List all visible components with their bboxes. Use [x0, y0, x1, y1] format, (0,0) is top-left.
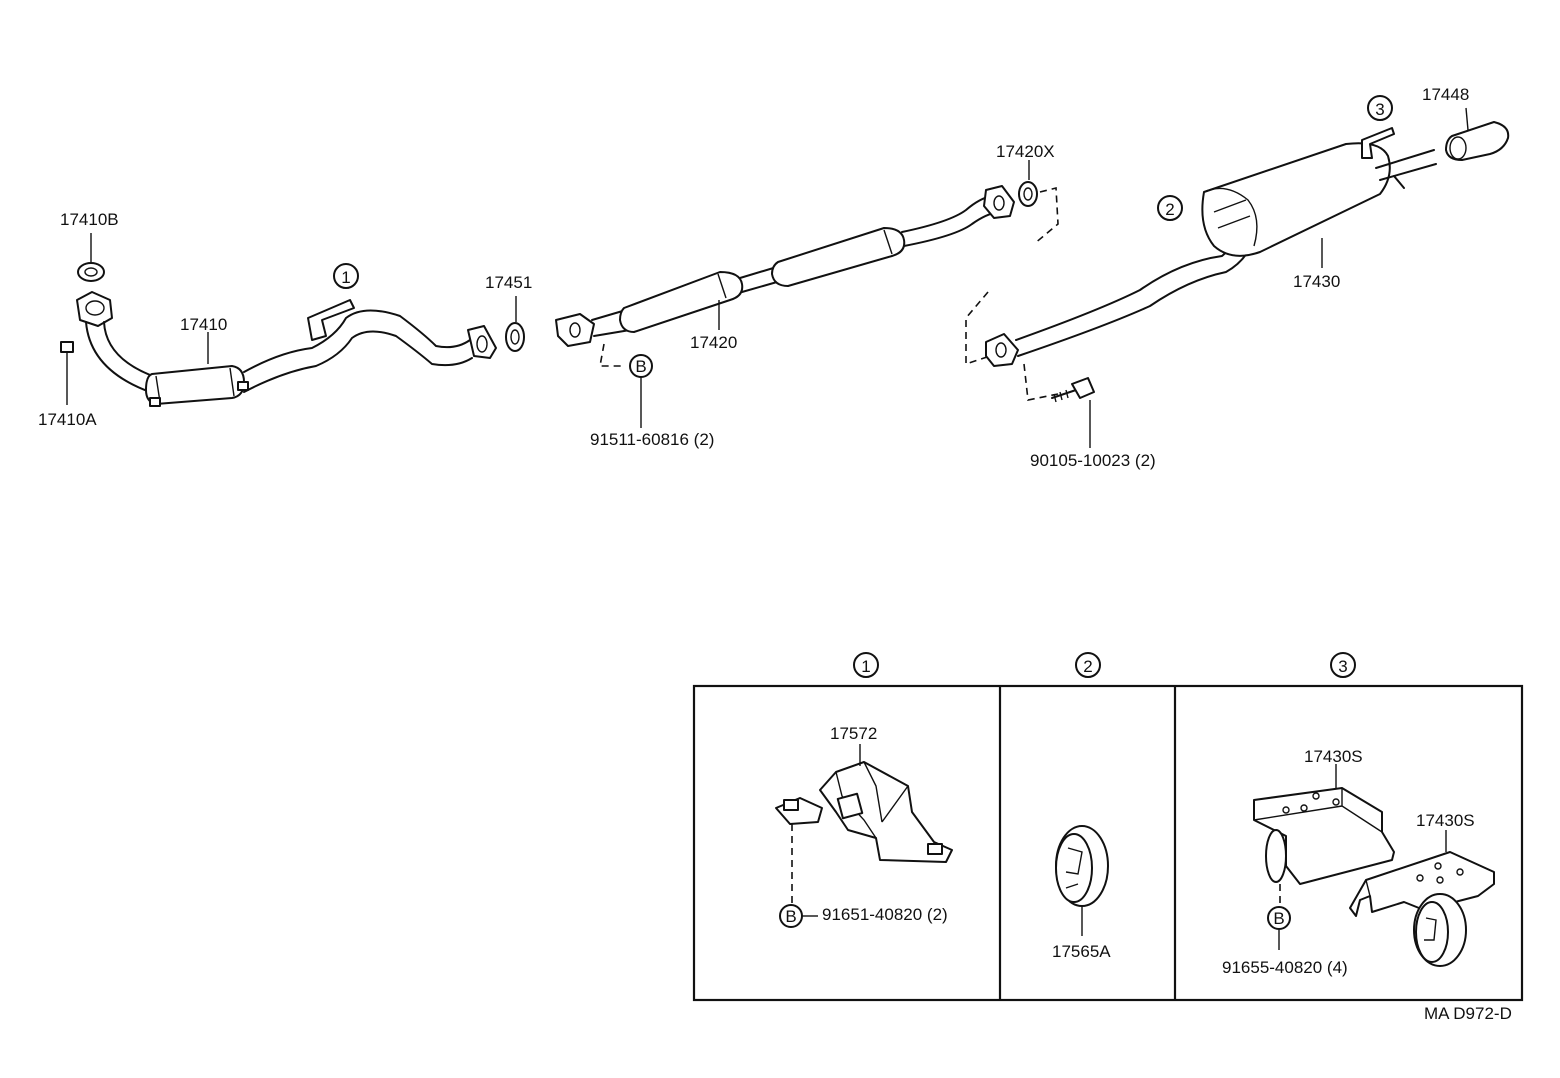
bolt-90105-10023 — [1023, 363, 1095, 448]
center-exhaust-pipe — [555, 160, 1059, 366]
gasket-17451 — [505, 322, 525, 352]
nut-17410a — [60, 341, 74, 353]
label-17420: 17420 — [690, 333, 737, 352]
gasket-17410b — [77, 262, 105, 282]
drawing-code: MA D972-D — [1424, 1004, 1512, 1023]
label-17565a: 17565A — [1052, 942, 1111, 961]
label-91511-60816: 91511-60816 (2) — [590, 430, 714, 449]
front-exhaust-pipe — [60, 233, 525, 407]
callout-3-label: 3 — [1375, 100, 1384, 119]
label-17430s-2: 17430S — [1416, 811, 1475, 830]
detail-callout-2-label: 2 — [1083, 657, 1092, 676]
bracket-17430s-left — [1253, 764, 1395, 906]
rubber-hanger-17565a — [1055, 825, 1109, 936]
front-pipe-converter — [145, 365, 245, 405]
muffler-hanger — [1361, 127, 1395, 159]
center-pipe-rear-flange — [983, 185, 1015, 219]
front-pipe-hanger — [307, 299, 355, 341]
center-pipe-resonator-1 — [619, 271, 744, 333]
tail-pipe-muffler — [985, 107, 1510, 448]
callout-1-circle — [333, 263, 359, 289]
gasket-17420x — [1018, 181, 1038, 207]
label-17430: 17430 — [1293, 272, 1340, 291]
callout-b-label-1: B — [635, 357, 646, 376]
detail-callout-3-label: 3 — [1338, 657, 1347, 676]
callout-3-circle — [1367, 95, 1393, 121]
detail-callout-b-label: B — [785, 907, 796, 926]
detail-callout-1-circle — [853, 652, 879, 678]
label-91655-40820: 91655-40820 (4) — [1222, 958, 1348, 977]
detail-box: 1 2 3 17572 B 91651-40820 (2) 17565A — [692, 652, 1524, 1002]
tail-pipe-flange — [985, 333, 1019, 367]
muffler-body — [1201, 142, 1391, 257]
detail-callout-b-label-3: B — [1273, 909, 1284, 928]
callout-2-circle — [1157, 195, 1183, 221]
front-pipe-rear-flange — [467, 325, 497, 359]
center-pipe-resonator-2 — [771, 227, 906, 287]
label-17430s-1: 17430S — [1304, 747, 1363, 766]
bolt-91511-60816-callout: B — [599, 343, 653, 428]
label-17448: 17448 — [1422, 85, 1469, 104]
detail-callout-1-label: 1 — [861, 657, 870, 676]
front-pipe-flange — [76, 291, 113, 327]
label-17420x: 17420X — [996, 142, 1055, 161]
label-17410b: 17410B — [60, 210, 119, 229]
callout-2-label: 2 — [1165, 200, 1174, 219]
tail-tip-17448 — [1445, 121, 1510, 161]
label-17410a: 17410A — [38, 410, 97, 429]
detail-callout-3-circle — [1330, 652, 1356, 678]
bracket-17430s-right — [1349, 830, 1495, 967]
callout-1-label: 1 — [341, 268, 350, 287]
front-pipe-bend — [85, 321, 159, 393]
detail-callout-2-circle — [1075, 652, 1101, 678]
label-17451: 17451 — [485, 273, 532, 292]
label-17410: 17410 — [180, 315, 227, 334]
bracket-17572 — [775, 744, 953, 904]
label-90105-10023: 90105-10023 (2) — [1030, 451, 1156, 470]
label-17572: 17572 — [830, 724, 877, 743]
center-pipe-front-flange — [555, 313, 595, 347]
label-91651-40820: 91651-40820 (2) — [822, 905, 948, 924]
